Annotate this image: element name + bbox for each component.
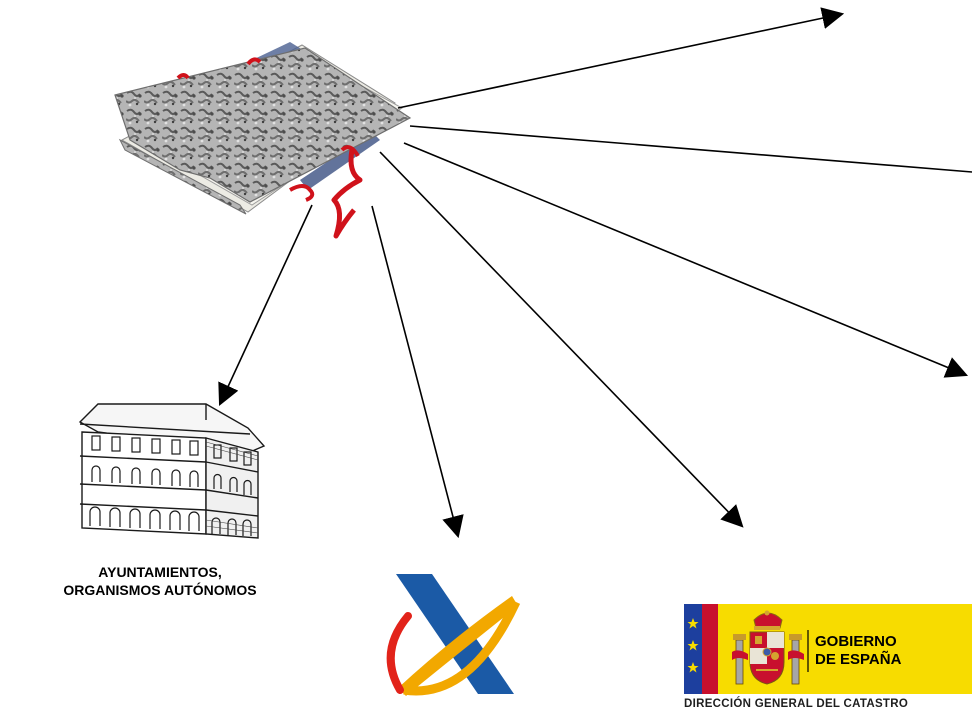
- ayuntamientos-label-line2: ORGANISMOS AUTÓNOMOS: [63, 582, 257, 598]
- agencia-tributaria-logo: [386, 574, 521, 696]
- gobierno-logo-line2: DE ESPAÑA: [815, 650, 902, 668]
- catastro-caption: DIRECCIÓN GENERAL DEL CATASTRO: [684, 698, 909, 710]
- arrow-to-lower-right: [403, 142, 969, 378]
- coat-of-arms-icon: [732, 610, 804, 685]
- gobierno-logo-line1: GOBIERNO: [815, 633, 897, 650]
- town-hall-building-icon: [78, 403, 266, 539]
- folder-file-icon: [114, 42, 412, 239]
- arrow-to-right: [409, 125, 972, 173]
- arrow-to-ayuntamientos: [218, 204, 313, 406]
- arrow-to-catastro: [379, 151, 744, 528]
- connector-arrows: [218, 7, 972, 539]
- ayuntamientos-label: AYUNTAMIENTOS, ORGANISMOS AUTÓNOMOS: [0, 563, 320, 599]
- arrow-to-aeat: [371, 205, 464, 539]
- gobierno-de-espana-logo: GOBIERNO DE ESPAÑA: [684, 604, 972, 694]
- ayuntamientos-label-line1: AYUNTAMIENTOS,: [98, 564, 222, 580]
- arrow-to-top-right: [397, 7, 845, 109]
